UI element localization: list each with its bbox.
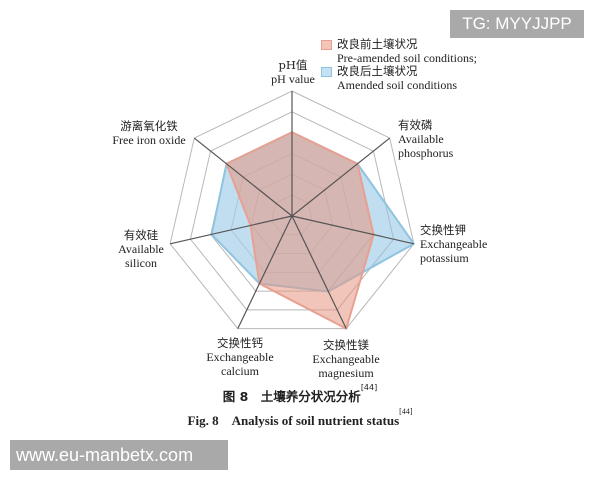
legend-swatch-blue [321,67,332,77]
axis-spoke [170,215,293,245]
radar-series [210,131,415,330]
axis-spoke [291,215,414,245]
watermark-url: www.eu-manbetx.com [10,440,228,470]
axis-label-silicon: 有效硅 Available silicon [118,228,164,270]
legend-item-amended: 改良后土壤状况 Amended soil conditions [321,64,477,92]
legend-item-pre-amended: 改良前土壤状况 Pre-amended soil conditions; [321,37,477,65]
axis-label-potassium: 交换性钾 Exchangeable potassium [420,223,488,265]
axis-label-calcium: 交换性钙 Exchangeable calcium [206,336,274,378]
axis-label-magnesium: 交换性镁 Exchangeable magnesium [312,338,380,380]
axis-label-ph: pH值 pH value [271,58,315,86]
legend-swatch-pink [321,40,332,50]
radar-spokes [170,91,414,329]
series-pre-amended [225,131,375,330]
axis-spoke [291,215,347,329]
figure-caption-cn: 图 8 土壤养分状况分析[44] [222,383,378,404]
grid-ring [169,90,415,330]
axis-spoke [291,137,391,217]
chart-legend: 改良前土壤状况 Pre-amended soil conditions; 改良后… [321,37,477,92]
axis-label-iron-oxide: 游离氧化铁 Free iron oxide [112,119,186,147]
axis-spoke [193,137,293,217]
axis-label-phosphorus: 有效磷 Available phosphorus [398,118,454,160]
figure-caption-en: Fig. 8 Analysis of soil nutrient status[… [187,407,413,428]
grid-ring [189,111,395,311]
axis-spoke [237,215,293,329]
watermark-telegram: TG: MYYJJPP [450,10,584,38]
